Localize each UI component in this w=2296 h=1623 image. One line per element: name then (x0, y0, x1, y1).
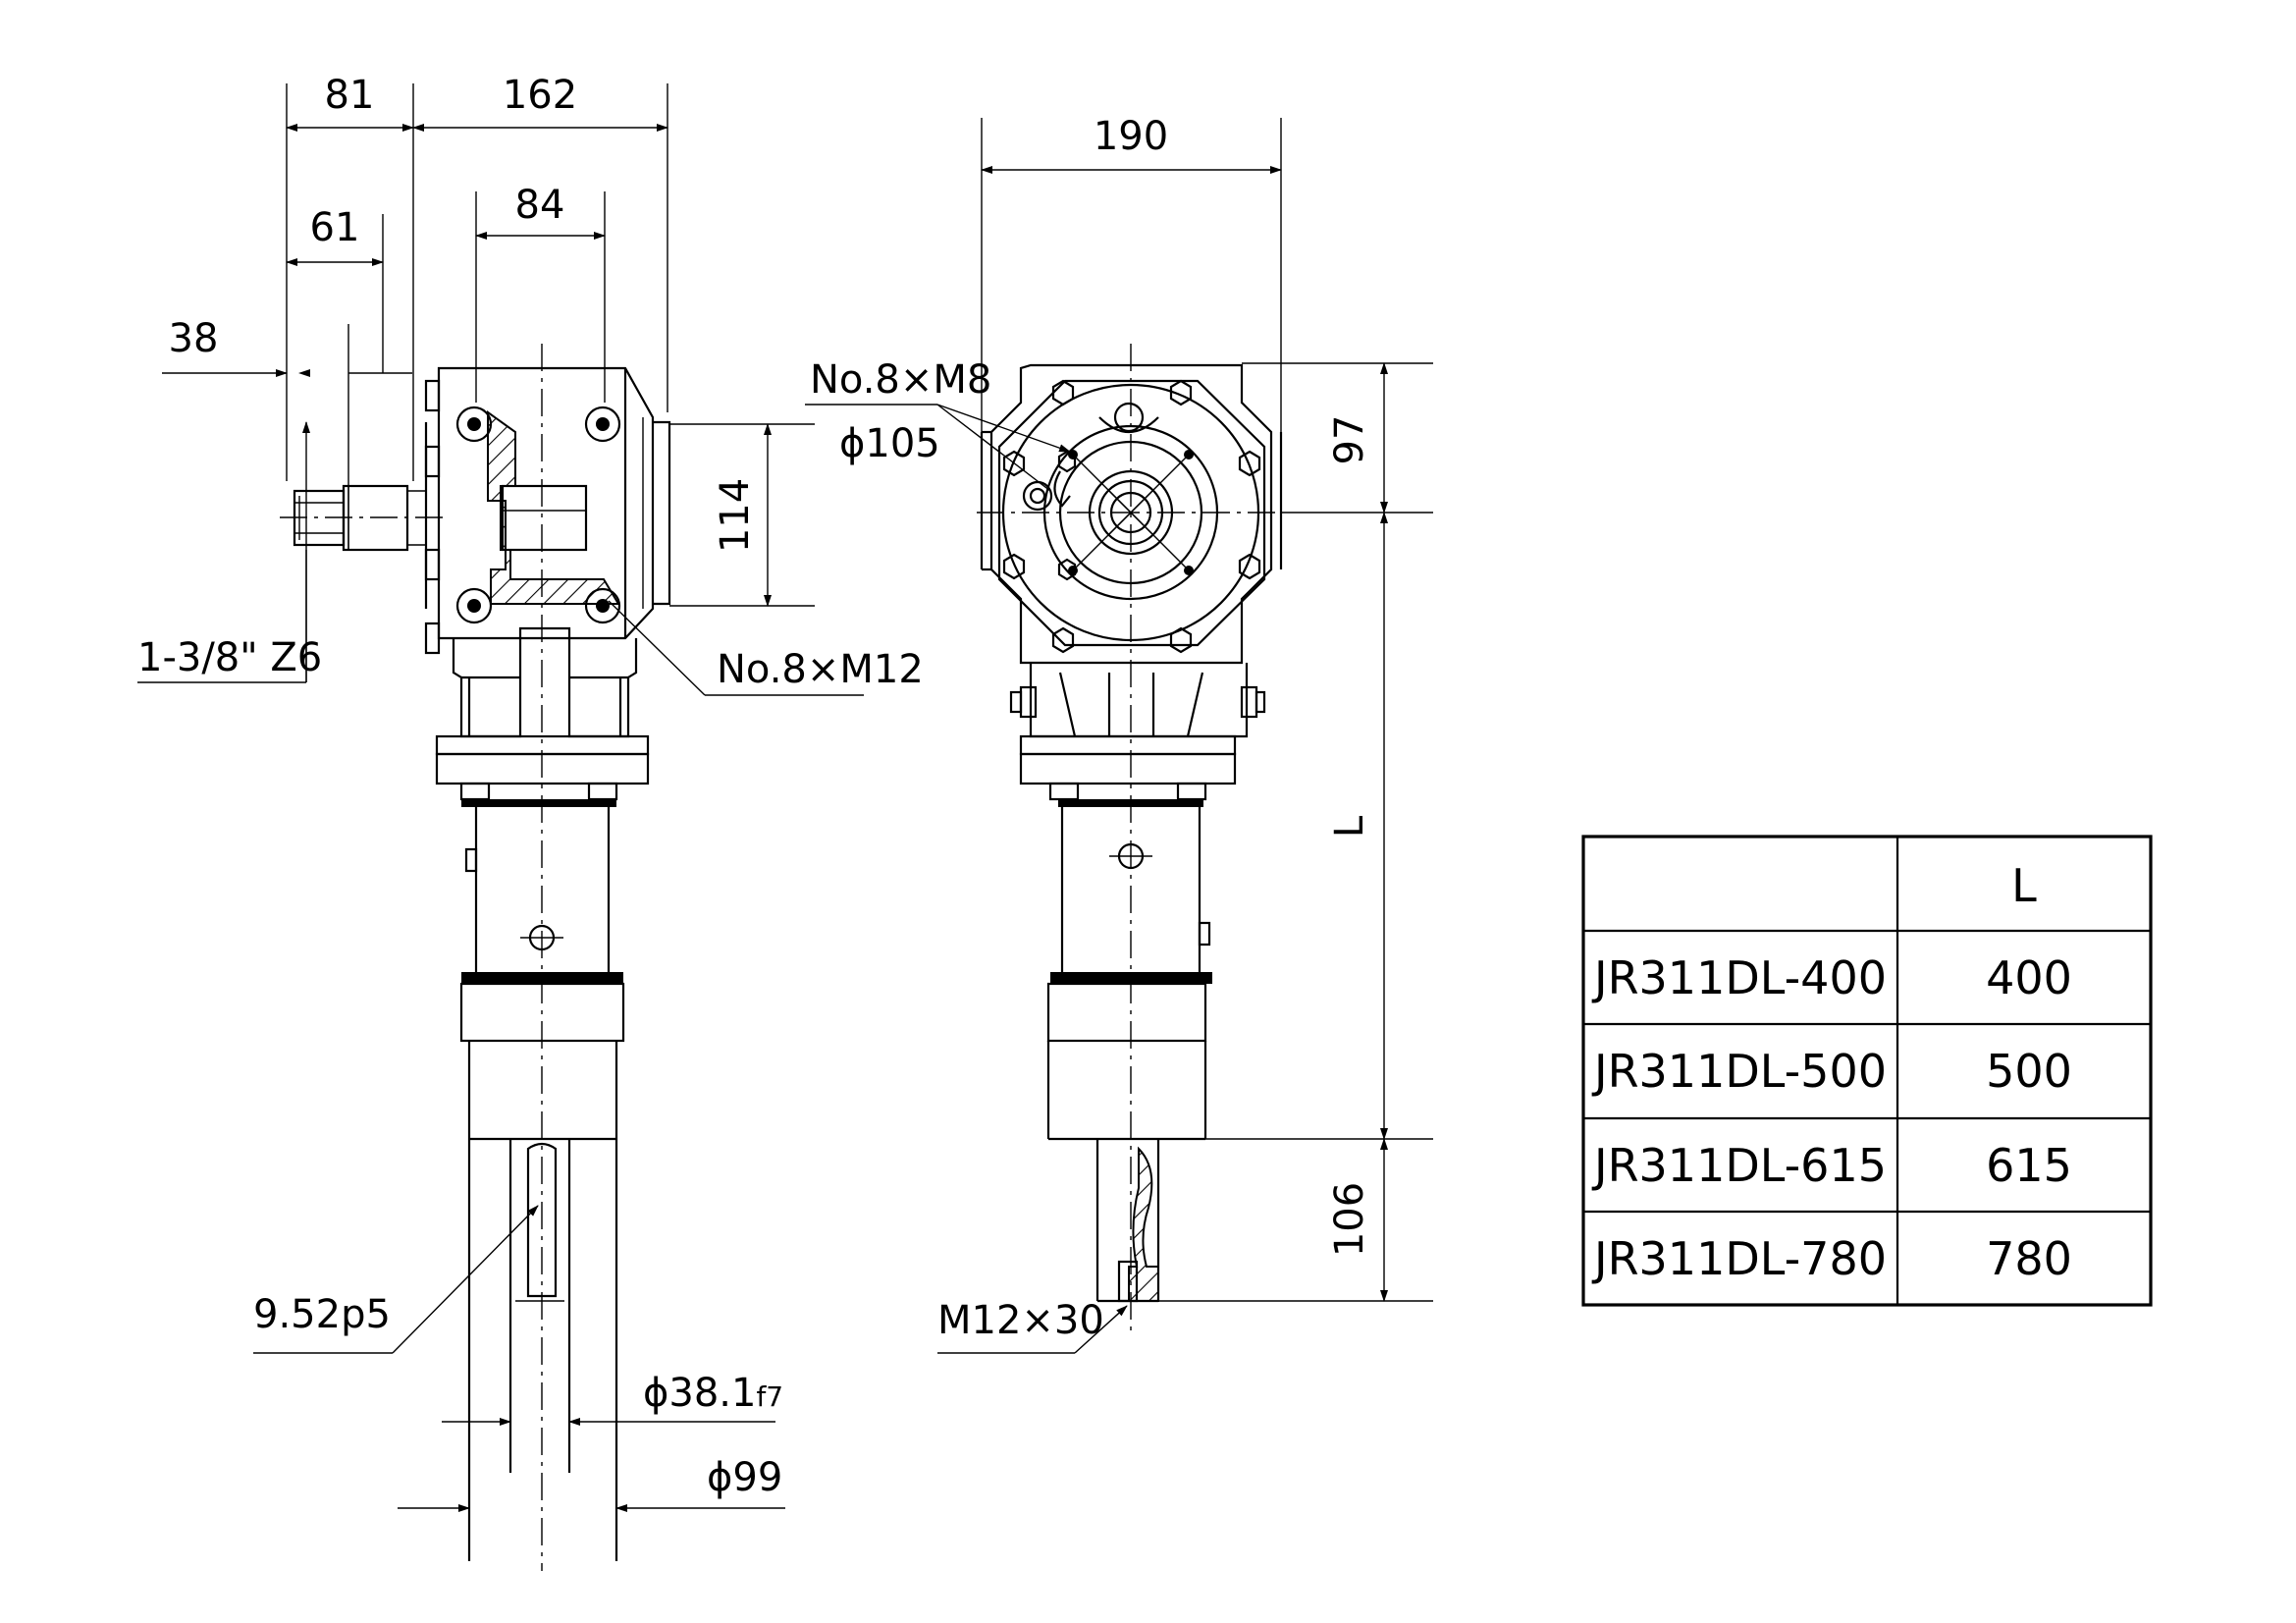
side-view: 190 No.8×M8 ϕ105 97 L 106 M12×30 (805, 114, 1433, 1354)
table-row-3-model: JR311DL-615 (1591, 1139, 1887, 1192)
side-lower-housing (1009, 663, 1266, 807)
dim-61: 61 (310, 205, 360, 250)
pcd-label: ϕ105 (839, 421, 940, 466)
dim-190: 190 (1094, 114, 1168, 159)
side-output-shaft (1095, 1139, 1160, 1303)
table-row-1-model: JR311DL-400 (1591, 951, 1887, 1004)
length-table: L JR311DL-400 400 JR311DL-500 500 JR311D… (1581, 835, 2153, 1307)
dim-length: L (1327, 815, 1372, 838)
bolt-m8-label: No.8×M8 (810, 357, 991, 403)
table-row-4-model: JR311DL-780 (1591, 1232, 1887, 1285)
dim-162: 162 (503, 73, 577, 118)
dim-38: 38 (169, 316, 219, 361)
spline-label: 1-3/8" Z6 (137, 635, 322, 680)
table-row-4-length: 780 (1986, 1232, 2072, 1285)
key-label: 9.52p5 (253, 1292, 391, 1337)
table-header-length: L (2011, 859, 2037, 912)
bolt-m12-label: No.8×M12 (717, 647, 924, 692)
dim-84: 84 (515, 183, 565, 228)
dim-81: 81 (325, 73, 375, 118)
tube-dia-label: ϕ99 (707, 1455, 782, 1500)
table-row-3-length: 615 (1986, 1139, 2072, 1192)
side-dimensions: 190 No.8×M8 ϕ105 97 L 106 M12×30 (805, 114, 1433, 1354)
dim-97: 97 (1327, 415, 1372, 465)
front-gearbox-housing (424, 366, 671, 655)
front-lower-housing (435, 626, 650, 807)
front-dimensions: 81 162 84 61 38 114 1-3/8" Z6 (137, 73, 924, 1512)
shaft-dia-label: ϕ38.1f7 (643, 1371, 783, 1416)
dim-106: 106 (1327, 1182, 1372, 1257)
front-view: 81 162 84 61 38 114 1-3/8" Z6 (137, 73, 924, 1571)
front-output-shaft (467, 1139, 618, 1561)
table-row-2-length: 500 (1986, 1045, 2072, 1098)
end-thread-label: M12×30 (937, 1298, 1104, 1343)
table-row-1-length: 400 (1986, 951, 2072, 1004)
table-row-2-model: JR311DL-500 (1591, 1045, 1887, 1098)
dim-114: 114 (713, 478, 758, 553)
